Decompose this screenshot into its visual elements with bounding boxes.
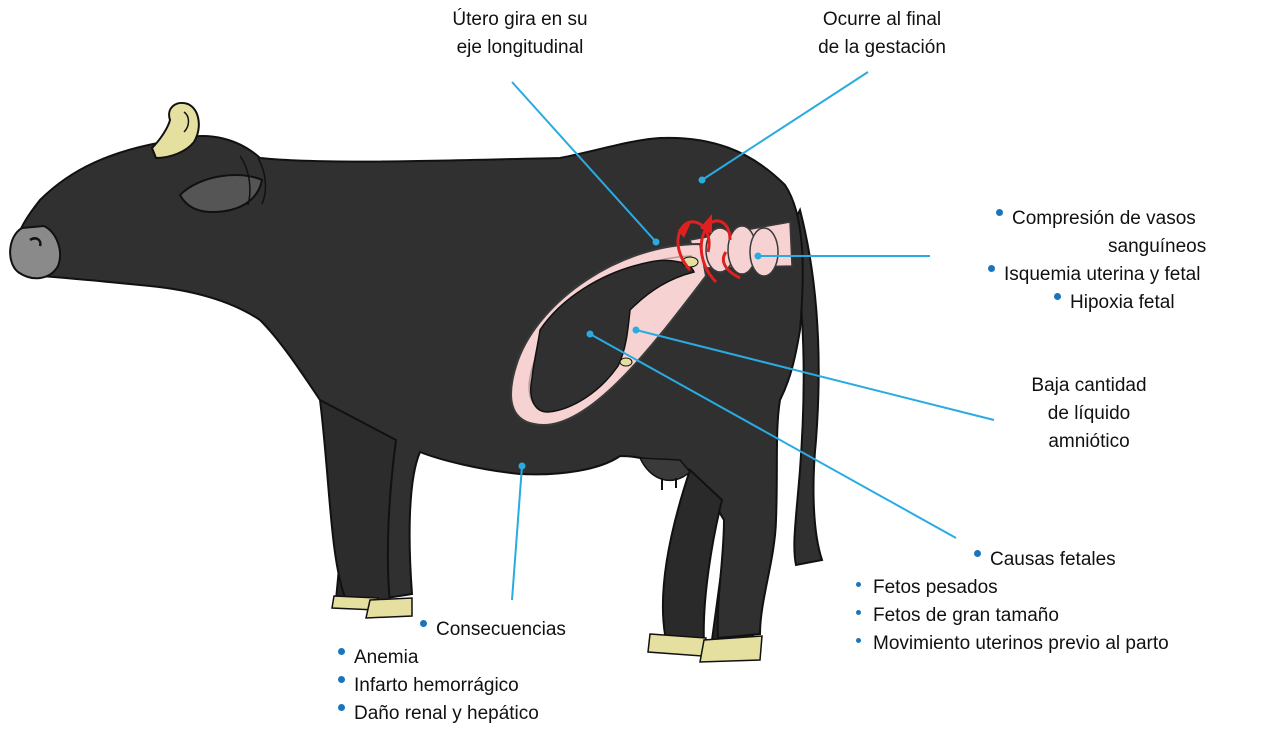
fetal-causes-heading: Causas fetales bbox=[856, 546, 1284, 574]
cow-hoof bbox=[648, 634, 706, 656]
label-fetal-causes: Causas fetales Fetos pesados Fetos de gr… bbox=[856, 546, 1284, 658]
bullet-icon bbox=[988, 265, 995, 272]
label-end-of-gestation-line: Ocurre al final bbox=[782, 6, 982, 34]
leader-line-consequences bbox=[512, 466, 522, 600]
leader-line-gestation bbox=[702, 72, 868, 180]
label-end-of-gestation: Ocurre al final de la gestación bbox=[782, 6, 982, 62]
bullet-icon bbox=[338, 676, 345, 683]
consequence-item: Anemia bbox=[338, 644, 638, 672]
label-amniotic-fluid-line: amniótico bbox=[1004, 428, 1174, 456]
vessel-effect-item: sanguíneos bbox=[988, 233, 1278, 261]
label-uterus-rotation: Útero gira en su eje longitudinal bbox=[420, 6, 620, 62]
bullet-icon bbox=[1054, 293, 1061, 300]
label-amniotic-fluid-line: Baja cantidad bbox=[1004, 372, 1174, 400]
label-end-of-gestation-line: de la gestación bbox=[782, 34, 982, 62]
fetal-cause-item: Fetos pesados bbox=[856, 574, 1284, 602]
label-uterus-rotation-line: eje longitudinal bbox=[420, 34, 620, 62]
cow-hind-thigh bbox=[663, 470, 722, 644]
label-amniotic-fluid-line: de líquido bbox=[1004, 400, 1174, 428]
consequence-item: Daño renal y hepático bbox=[338, 700, 638, 728]
label-vessel-effects: Compresión de vasos sanguíneos Isquemia … bbox=[988, 205, 1278, 317]
cow-hoof bbox=[700, 636, 762, 662]
bullet-icon bbox=[338, 704, 345, 711]
bullet-icon bbox=[996, 209, 1003, 216]
bullet-icon bbox=[856, 610, 861, 615]
consequences-heading: Consecuencias bbox=[338, 616, 638, 644]
bullet-icon bbox=[856, 638, 861, 643]
cow-hoof bbox=[366, 598, 412, 618]
bullet-icon bbox=[856, 582, 861, 587]
fetal-cause-item: Movimiento uterinos previo al parto bbox=[856, 630, 1284, 658]
consequence-item: Infarto hemorrágico bbox=[338, 672, 638, 700]
vessel-effect-item: Isquemia uterina y fetal bbox=[988, 261, 1278, 289]
label-consequences: Consecuencias Anemia Infarto hemorrágico… bbox=[338, 616, 638, 728]
bullet-icon bbox=[420, 620, 427, 627]
bullet-icon bbox=[974, 550, 981, 557]
label-uterus-rotation-line: Útero gira en su bbox=[420, 6, 620, 34]
bullet-icon bbox=[338, 648, 345, 655]
vessel-effect-item: Hipoxia fetal bbox=[988, 289, 1278, 317]
fetal-cause-item: Fetos de gran tamaño bbox=[856, 602, 1284, 630]
vessel-effect-item: Compresión de vasos bbox=[988, 205, 1278, 233]
cow-muzzle bbox=[10, 226, 60, 278]
label-amniotic-fluid: Baja cantidad de líquido amniótico bbox=[1004, 372, 1174, 456]
